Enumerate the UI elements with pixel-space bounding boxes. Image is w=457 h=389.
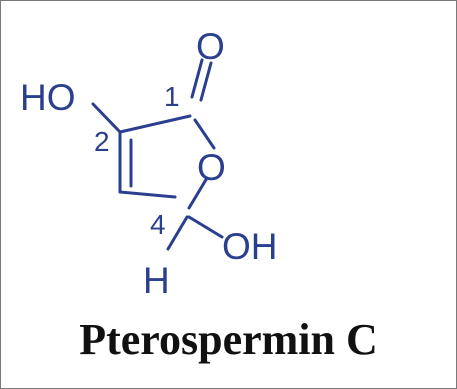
hydroxyl-left-label: HO xyxy=(20,77,76,118)
bond-c1-ring-oxygen xyxy=(193,118,216,150)
bond-c1-c2 xyxy=(118,114,192,134)
carbonyl-oxygen-label: O xyxy=(196,26,225,67)
locant-c2: 2 xyxy=(94,126,110,157)
bond-c1-carbonyl-b xyxy=(199,61,213,102)
bond-c2-hydroxyl xyxy=(91,102,122,134)
hydrogen-label: H xyxy=(143,260,170,301)
bond-c1-carbonyl-a xyxy=(190,58,204,99)
locant-c4: 4 xyxy=(150,209,166,240)
bond-c4-hydroxyl xyxy=(187,215,224,239)
bond-ring-oxygen-c4 xyxy=(187,176,209,210)
bond-c3-c4 xyxy=(118,190,177,199)
compound-name: Pterospermin C xyxy=(79,315,378,364)
bond-c4-hydrogen xyxy=(166,215,189,251)
locant-c1: 1 xyxy=(164,81,180,112)
ring-oxygen-label: O xyxy=(197,147,226,188)
hydroxyl-right-label: OH xyxy=(222,226,278,267)
